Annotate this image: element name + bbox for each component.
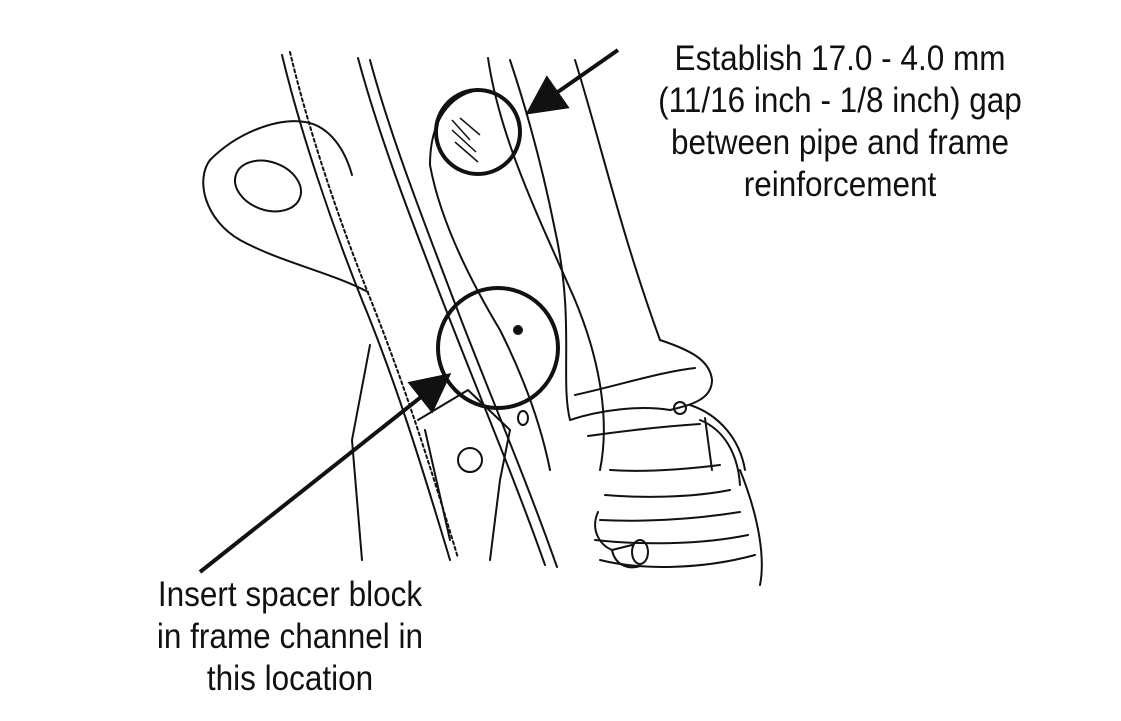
- gap-instruction-line-4: reinforcement: [743, 165, 937, 204]
- frame-rail: [281, 51, 558, 568]
- mounting-bracket: [202, 120, 369, 293]
- gap-instruction-line-1: Establish 17.0 - 4.0 mm: [674, 39, 1006, 78]
- gap-hatch: [451, 117, 481, 163]
- spacer-instruction-line-2: in frame channel in: [156, 617, 424, 656]
- spacer-instruction-label: Insert spacer block in frame channel in …: [128, 574, 452, 700]
- spacer-instruction-line-1: Insert spacer block: [157, 575, 423, 614]
- lower-bracket: [351, 344, 511, 561]
- spacer-leader-arrow: [198, 373, 452, 574]
- gap-callout-circle: [434, 88, 522, 176]
- spacer-callout-circle: [436, 286, 560, 410]
- gap-instruction-line-2: (11/16 inch - 1/8 inch) gap: [658, 81, 1022, 120]
- clamp-bolt: [594, 511, 649, 569]
- gap-instruction-line-3: between pipe and frame: [670, 123, 1009, 162]
- gap-leader-arrow: [525, 48, 620, 115]
- gap-instruction-label: Establish 17.0 - 4.0 mm (11/16 inch - 1/…: [588, 38, 1092, 206]
- spacer-instruction-line-3: this location: [206, 659, 374, 698]
- exhaust-pipe: [509, 59, 763, 586]
